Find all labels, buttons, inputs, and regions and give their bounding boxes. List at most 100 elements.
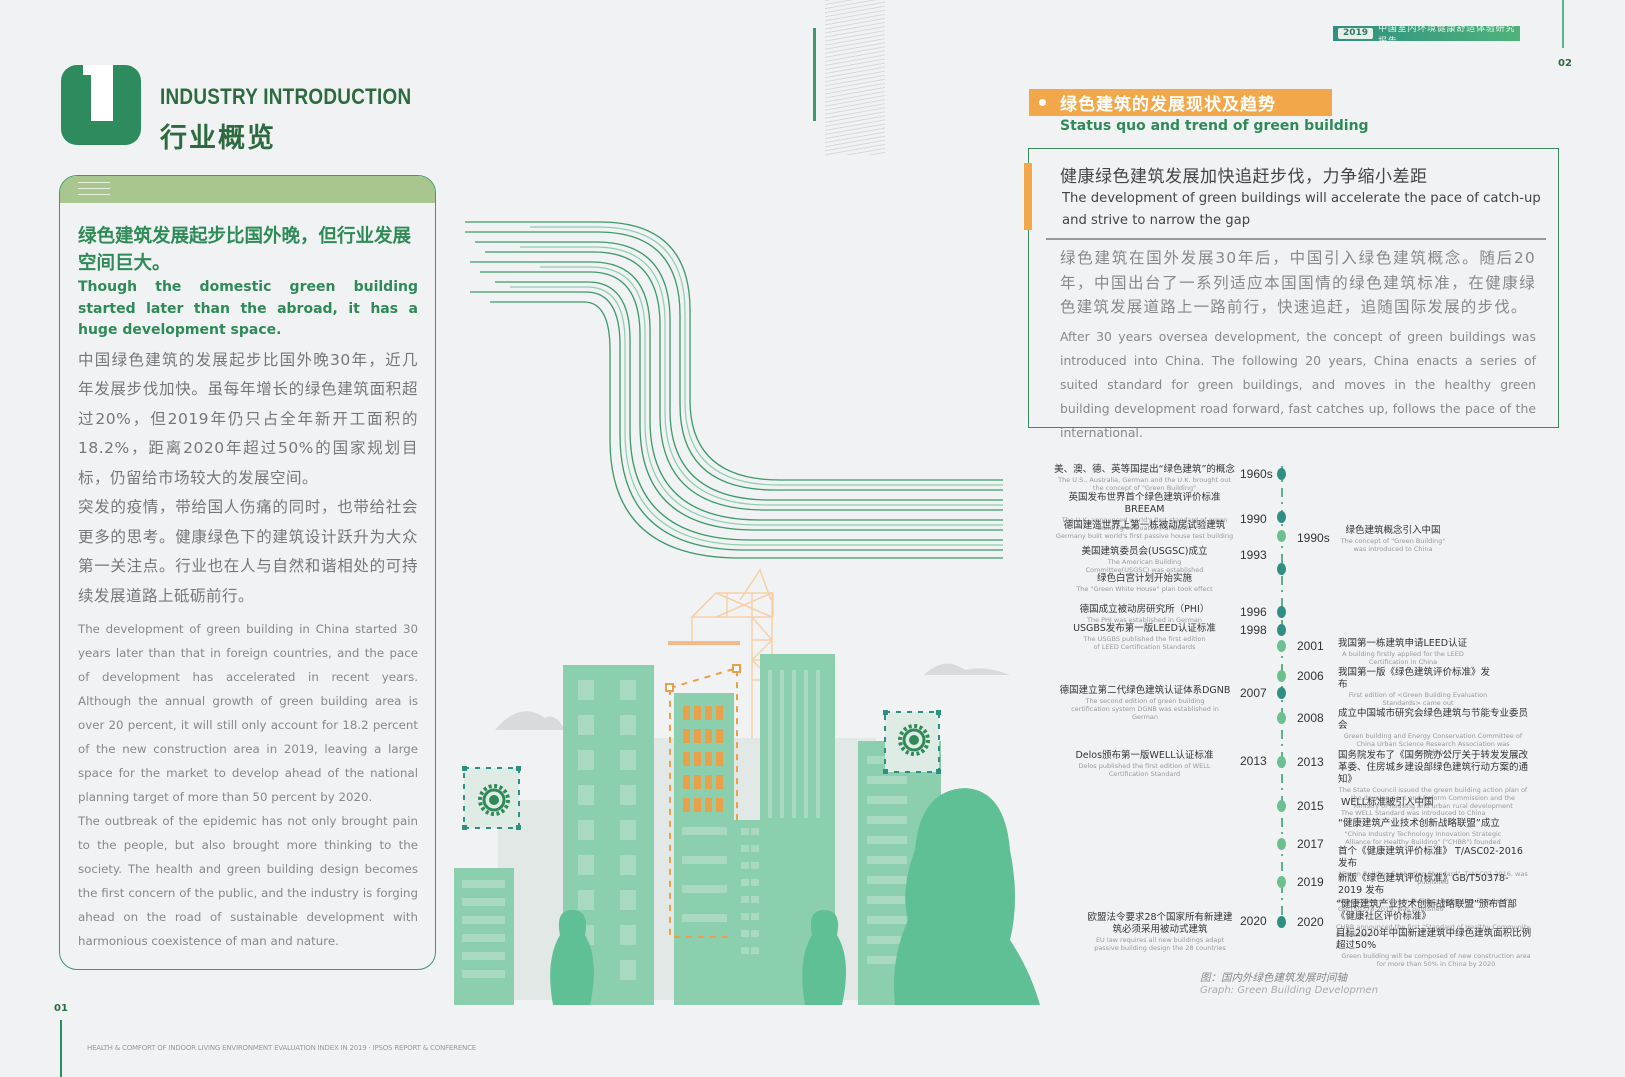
menu-line-icon bbox=[78, 188, 110, 189]
timeline-dot bbox=[1277, 563, 1286, 575]
timeline-event-china: 我国第一栋建筑申请LEED认证 A building firstly appli… bbox=[1338, 638, 1468, 666]
card-paragraph-cn-1: 中国绿色建筑的发展起步比国外晚30年，近几年发展步伐加快。虽每年增长的绿色建筑面… bbox=[78, 350, 418, 487]
timeline-dot bbox=[1277, 640, 1286, 652]
card-title-en: Though the domestic green building start… bbox=[78, 279, 418, 338]
timeline-caption-cn: 图：国内外绿色建筑发展时间轴 bbox=[1200, 972, 1347, 984]
timeline-year: 1998 bbox=[1240, 623, 1267, 637]
section-title-cn: 行业概览 bbox=[160, 123, 276, 154]
timeline-year: 2013 bbox=[1240, 754, 1267, 768]
timeline-year: 2008 bbox=[1297, 711, 1324, 725]
timeline-year: 2020 bbox=[1240, 914, 1267, 928]
timeline-dot bbox=[1277, 838, 1286, 850]
timeline-year: 2017 bbox=[1297, 837, 1324, 851]
card-paragraph-en-1: The development of green building in Chi… bbox=[78, 622, 418, 804]
timeline-event-china: WELL标准被引入中国 The WELL Standard was introd… bbox=[1341, 797, 1486, 817]
timeline-dot bbox=[1277, 712, 1286, 724]
flowing-lines-decoration bbox=[465, 221, 1003, 559]
cloud-icon bbox=[924, 663, 1010, 675]
timeline-year: 1990s bbox=[1297, 531, 1330, 545]
timeline-year: 2019 bbox=[1297, 875, 1324, 889]
menu-line-icon bbox=[78, 182, 110, 183]
timeline-event-china: 首个《健康建筑评价标准》 T/ASC02-2016 发布 "Green Buil… bbox=[1338, 846, 1528, 886]
accent-bar bbox=[1024, 163, 1032, 230]
intro-card: 绿色建筑发展起步比国外晚，但行业发展空间巨大。 Though the domes… bbox=[59, 175, 436, 970]
bullet-icon bbox=[1039, 99, 1046, 106]
timeline-dot bbox=[1277, 756, 1286, 768]
city-illustration bbox=[454, 221, 1040, 1005]
timeline-event-china: 新版《绿色建筑评价标准》GB/T50378-2019 发布 New editio… bbox=[1338, 873, 1512, 913]
timeline-year: 1993 bbox=[1240, 548, 1267, 562]
timeline-event-china: “健康建筑产业技术创新战略联盟”颁布首部《健康社区评价标准》 CHBR anno… bbox=[1336, 899, 1531, 939]
timeline-event-intl: 欧盟法令要求28个国家所有新建建筑必须采用被动式建筑 EU law requir… bbox=[1087, 912, 1233, 952]
timeline-event-intl: 德国建立第二代绿色建筑认证体系DGNB The second edition o… bbox=[1059, 685, 1231, 721]
timeline-dot bbox=[1277, 800, 1286, 812]
timeline-event-intl: 绿色白宫计划开始实施 The "Green White House" plan … bbox=[1076, 573, 1213, 593]
numeral-one bbox=[91, 65, 113, 121]
timeline-event-intl: 德国建造世界上第一栋被动房试验建筑 Germany built world's … bbox=[1055, 520, 1234, 540]
timeline-event-intl: Delos颁布第一版WELL认证标准 Delos published the f… bbox=[1075, 750, 1214, 778]
divider-line bbox=[813, 28, 816, 121]
timeline-caption-en: Graph: Green Building Developmen bbox=[1200, 985, 1379, 996]
timeline-year: 2015 bbox=[1297, 799, 1324, 813]
gear-icon bbox=[462, 766, 521, 830]
timeline-dot bbox=[1277, 687, 1286, 699]
timeline-event-china: 目标2020年中国新建建筑中绿色建筑面积比例超过50% Green buildi… bbox=[1336, 928, 1532, 968]
card-header-bar bbox=[60, 176, 435, 203]
box-title-cn: 健康绿色建筑发展加快追赶步伐，力争缩小差距 bbox=[1060, 167, 1428, 187]
timeline-year: 2020 bbox=[1297, 915, 1324, 929]
menu-line-icon bbox=[78, 194, 110, 195]
timeline-event-intl: 美国建筑委员会(USGSC)成立 The American Building C… bbox=[1081, 546, 1208, 574]
timeline-event-china: 我国第一版《绿色建筑评价标准》发布 First edition of <Gree… bbox=[1338, 667, 1491, 707]
timeline-dot bbox=[1277, 468, 1286, 480]
timeline-year: 2013 bbox=[1297, 755, 1324, 769]
timeline-event-intl: 德国成立被动房研究所（PHI） The PHI was established … bbox=[1079, 604, 1210, 624]
timeline-year: 1996 bbox=[1240, 605, 1267, 619]
timeline-year: 1960s bbox=[1240, 467, 1273, 481]
timeline-event-intl: USGBS发布第一版LEED认证标准 The USGBS published t… bbox=[1073, 623, 1216, 651]
report-title: 中国室内环境健康舒适体验研究报告 bbox=[1378, 23, 1516, 47]
timeline-dot bbox=[1277, 606, 1286, 618]
timeline-dot bbox=[1277, 916, 1286, 928]
tree-icon bbox=[802, 910, 846, 1005]
section-heading-en: Status quo and trend of green building bbox=[1060, 118, 1369, 134]
tree-icon bbox=[550, 910, 594, 1005]
card-paragraph-cn-2: 突发的疫情，带给国人伤痛的同时，也带给社会更多的思考。健康绿色下的建筑设计跃升为… bbox=[78, 498, 418, 605]
timeline-event-china: 绿色建筑概念引入中国 The concept of "Green Buildin… bbox=[1340, 525, 1446, 553]
section-heading-cn: 绿色建筑的发展现状及趋势 bbox=[1060, 95, 1276, 115]
timeline-year: 2006 bbox=[1297, 669, 1324, 683]
section-number-badge bbox=[61, 65, 141, 145]
page-marker-line bbox=[1562, 0, 1564, 48]
box-title-en: The development of green buildings will … bbox=[1062, 191, 1541, 228]
card-title-cn: 绿色建筑发展起步比国外晚，但行业发展空间巨大。 bbox=[78, 226, 412, 274]
section-heading-bar: 绿色建筑的发展现状及趋势 bbox=[1029, 89, 1332, 116]
summary-box bbox=[1028, 148, 1559, 428]
building-under-construction bbox=[674, 693, 734, 1005]
section-title-en: INDUSTRY INTRODUCTION bbox=[160, 84, 412, 109]
page-number-left: 01 bbox=[54, 1003, 68, 1014]
timeline-dot bbox=[1277, 511, 1286, 523]
timeline-dot bbox=[1277, 530, 1286, 542]
card-paragraph-en-2: The outbreak of the epidemic has not onl… bbox=[78, 814, 418, 948]
timeline-dot bbox=[1277, 670, 1286, 682]
timeline-event-intl: 英国发布世界首个绿色建筑评价标准 BREEAM The U.K. announc… bbox=[1061, 492, 1228, 532]
timeline-year: 1990 bbox=[1240, 512, 1267, 526]
decorative-hatch bbox=[825, 0, 885, 155]
page-number-right: 02 bbox=[1558, 58, 1572, 69]
timeline-event-china: 国务院发布了《国务院办公厅关于转发发展改革委、住房城乡建设部绿色建筑行动方案的通… bbox=[1338, 750, 1529, 810]
cloud-icon bbox=[495, 711, 565, 730]
box-paragraph-en: After 30 years oversea development, the … bbox=[1060, 329, 1536, 440]
tree-icon bbox=[893, 788, 1040, 1005]
report-year: 2019 bbox=[1338, 28, 1374, 39]
divider-line bbox=[1046, 238, 1546, 240]
report-banner: 2019 中国室内环境健康舒适体验研究报告 bbox=[1333, 24, 1520, 47]
gear-icon bbox=[883, 710, 941, 774]
box-paragraph-cn: 绿色建筑在国外发展30年后，中国引入绿色建筑概念。随后20年，中国出台了一系列适… bbox=[1060, 249, 1536, 316]
crane-icon bbox=[690, 568, 774, 748]
footer-text: HEALTH & COMFORT OF INDOOR LIVING ENVIRO… bbox=[87, 1044, 476, 1052]
timeline-event-china: “健康建筑产业技术创新战略联盟”成立 "China Industry Techn… bbox=[1338, 818, 1502, 846]
timeline-event-intl: 美、澳、德、英等国提出“绿色建筑”的概念 The U.S., Australia… bbox=[1054, 464, 1235, 492]
timeline-dot bbox=[1277, 876, 1286, 888]
timeline-year: 2007 bbox=[1240, 686, 1267, 700]
page-marker-line bbox=[60, 1020, 62, 1077]
timeline-event-china: 成立中国城市研究会绿色建筑与节能专业委员会 Green building and… bbox=[1338, 708, 1529, 756]
